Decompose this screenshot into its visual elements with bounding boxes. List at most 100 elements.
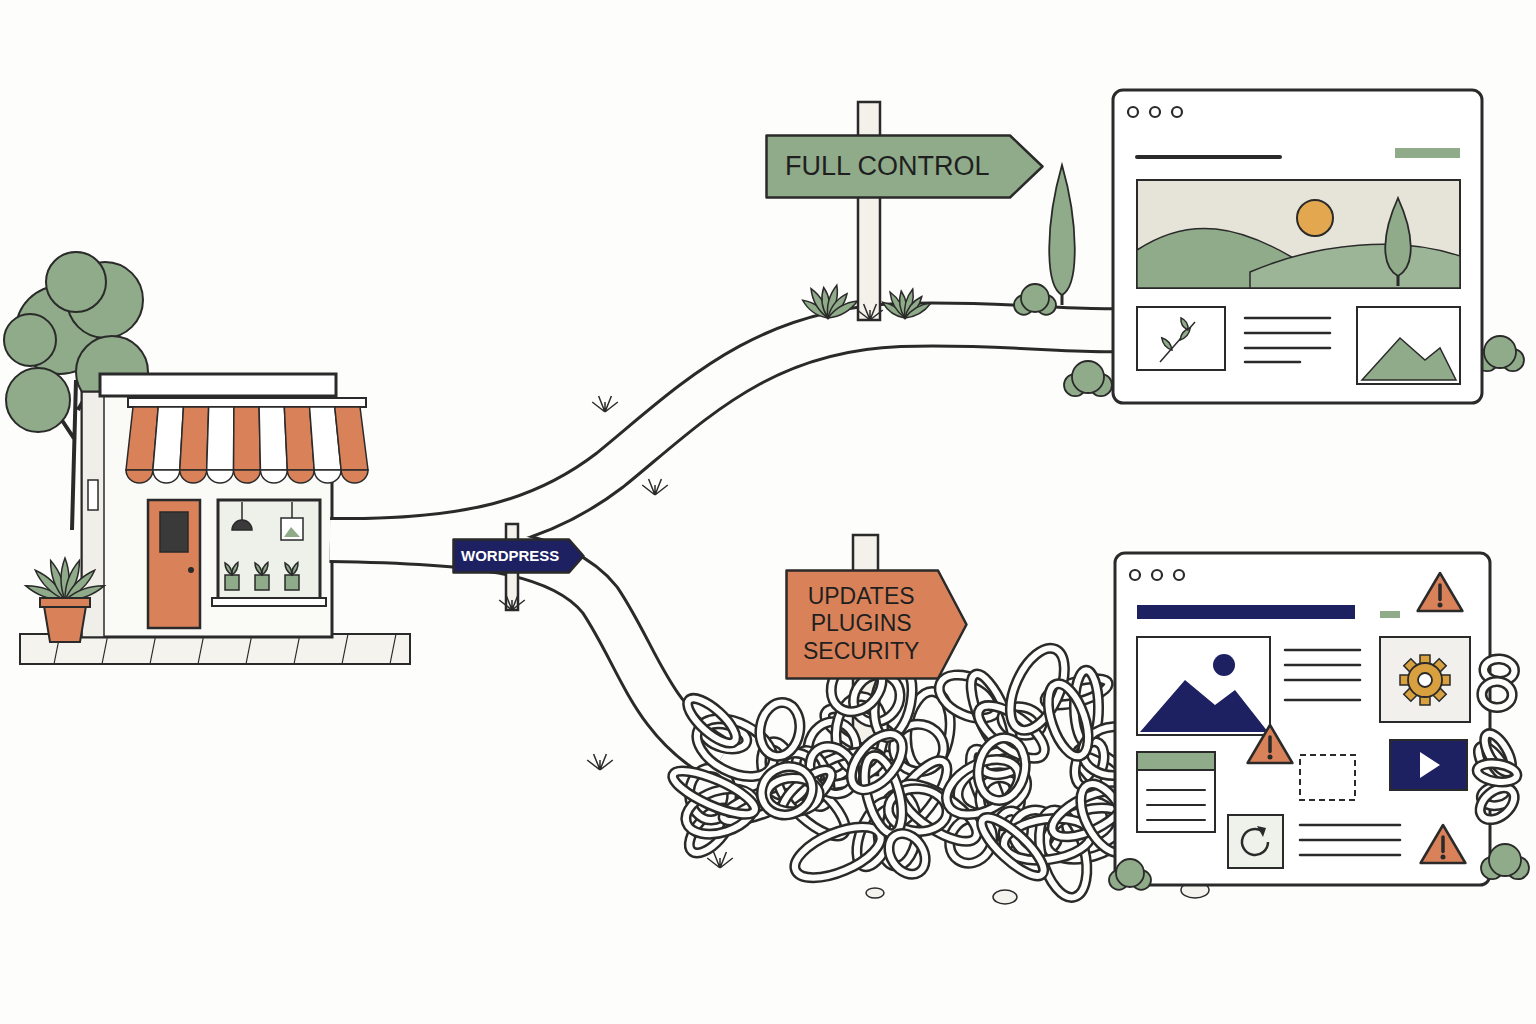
tangled-road: [1040, 679, 1096, 761]
plants: [499, 594, 525, 610]
website-window: [1484, 336, 1516, 368]
broken-website-window: [1300, 839, 1400, 842]
sign-outline: [787, 570, 967, 678]
plants: [826, 298, 859, 321]
broken-website-window: [1140, 680, 1268, 732]
broken-website-window: [1147, 789, 1205, 791]
broken-website-window: [1285, 649, 1360, 652]
broken-website-window: [1474, 781, 1520, 826]
website-window: [1245, 361, 1300, 364]
website-window: [1137, 307, 1225, 370]
shop-building: [234, 407, 261, 470]
broken-website-window: [1441, 837, 1445, 851]
broken-website-window: [1481, 681, 1513, 709]
tangled-road: [681, 692, 742, 750]
sign-outline: [454, 540, 584, 573]
broken-website-window: [1174, 570, 1184, 580]
tangled-road: [842, 725, 913, 799]
shop-building: [160, 512, 188, 552]
shop-building: [260, 470, 287, 483]
broken-website-window: [1400, 655, 1450, 705]
plants: [857, 304, 883, 320]
broken-website-window: [1116, 859, 1144, 887]
tangled-road: [752, 757, 821, 824]
tangled-road: [1040, 679, 1096, 761]
website-window: [1245, 332, 1330, 335]
broken-website-window: [1285, 699, 1360, 702]
website-window: [1179, 317, 1190, 332]
potted-plant: [44, 606, 86, 642]
shop-building: [153, 470, 180, 483]
website-window: [1357, 307, 1460, 384]
tangled-road: [752, 757, 821, 824]
plants: [587, 754, 613, 770]
shop-building: [218, 500, 320, 600]
sign-text-block: UPDATES PLUGINS SECURITY: [803, 583, 919, 666]
tangled-road: [993, 890, 1017, 904]
broken-website-window: [1257, 826, 1266, 837]
broken-website-window: [1248, 725, 1293, 763]
tangled-road: [788, 816, 888, 888]
direction-sign: FULL CONTROL: [765, 134, 1044, 199]
shop-building: [281, 518, 303, 540]
website-window: [1385, 198, 1411, 276]
shop-building: [88, 480, 98, 510]
road: [330, 324, 1118, 540]
shop-building: [126, 470, 153, 483]
broken-website-window: [1137, 752, 1215, 770]
shop-building: [284, 527, 300, 537]
broken-website-window: [1213, 654, 1235, 676]
shop-building: [290, 561, 300, 575]
broken-website-window: [1285, 664, 1360, 667]
sign-label: WORDPRESS: [461, 547, 559, 565]
broken-website-window: [1152, 570, 1162, 580]
broken-website-window: [1481, 681, 1513, 709]
shop-building: [207, 407, 234, 470]
tangled-road: [973, 734, 1031, 805]
tangled-road: [881, 827, 932, 881]
broken-website-window: [1438, 585, 1442, 599]
broken-website-window: [1476, 761, 1518, 784]
shop-building: [188, 567, 194, 573]
website-window: [1137, 155, 1280, 159]
tangled-road: [973, 734, 1031, 805]
road: [330, 540, 720, 760]
road: [330, 324, 1118, 760]
website-window: [1160, 336, 1174, 351]
shop-building: [100, 374, 336, 396]
sign-text-block: WORDPRESS: [461, 547, 559, 565]
shop-building: [232, 520, 252, 530]
shop-building: [234, 470, 261, 483]
shop-building: [342, 634, 348, 664]
website-window: [1128, 107, 1138, 117]
sign-label: UPDATES PLUGINS SECURITY: [803, 583, 919, 666]
tangled-road: [973, 734, 1031, 805]
broken-website-window: [1418, 673, 1432, 687]
tree: [6, 368, 70, 432]
sign-text-block: FULL CONTROL: [785, 150, 990, 182]
shop-building: [335, 407, 368, 470]
broken-website-window: [1137, 605, 1355, 619]
website-window: [1150, 107, 1160, 117]
broken-website-window: [1268, 737, 1272, 751]
tangled-road: [756, 699, 804, 759]
broken-website-window: [1147, 819, 1205, 821]
shop-building: [314, 470, 341, 483]
sign-label: FULL CONTROL: [785, 150, 990, 182]
broken-website-window: [1380, 611, 1400, 618]
website-window: [1362, 338, 1456, 380]
warning-sign: UPDATES PLUGINS SECURITY: [785, 569, 968, 680]
shop-building: [287, 470, 314, 483]
broken-website-window: [1380, 637, 1470, 722]
broken-website-window: [1300, 854, 1400, 857]
road: [330, 540, 720, 760]
broken-website-window: [1438, 603, 1443, 608]
plants: [707, 852, 733, 868]
website-window: [1160, 322, 1195, 362]
shop-building: [341, 470, 368, 483]
road: [330, 324, 1118, 540]
broken-website-window: [1268, 755, 1273, 760]
tangled-road: [866, 888, 884, 898]
shop-building: [291, 502, 293, 518]
tangled-road: [752, 757, 821, 824]
